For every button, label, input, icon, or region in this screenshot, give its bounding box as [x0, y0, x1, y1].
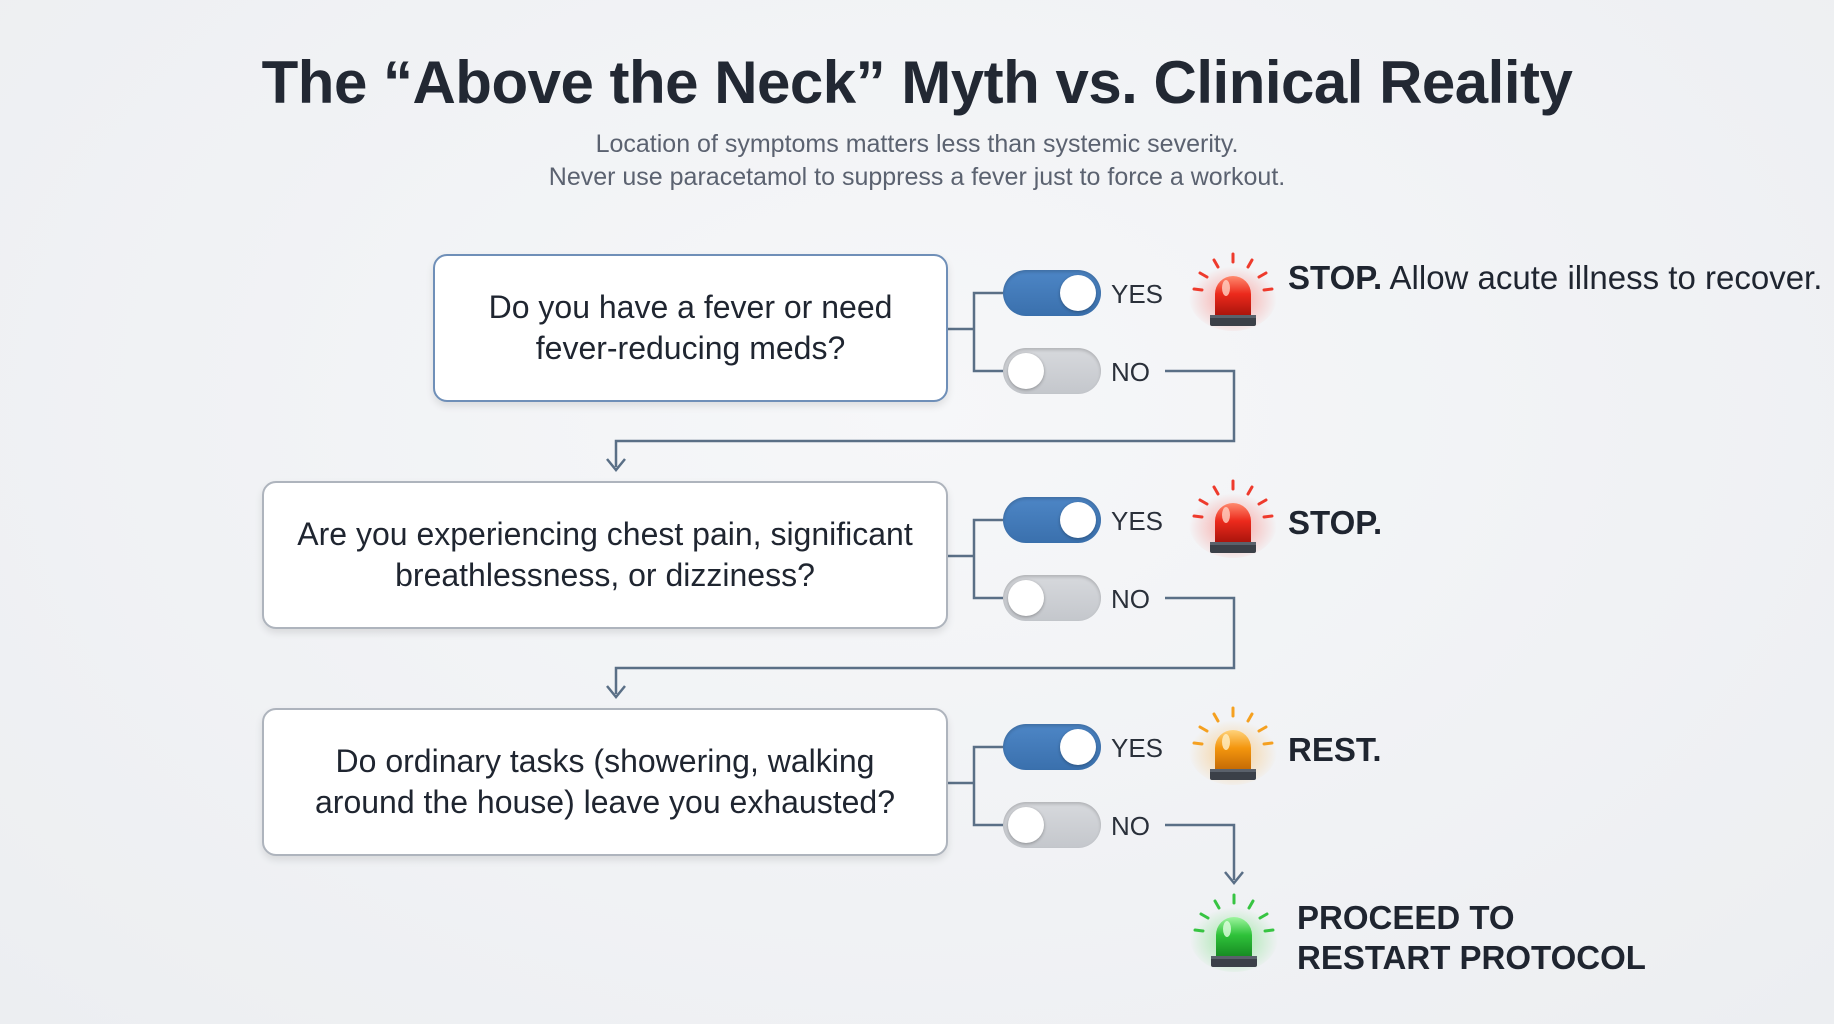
red-alarm-siren-icon — [1189, 479, 1277, 558]
question-box-fever: Do you have a fever or need fever-reduci… — [433, 254, 948, 402]
outcome-stop-detail: Allow acute illness to recover. — [1382, 259, 1823, 296]
toggle-knob — [1060, 275, 1096, 311]
toggle-knob — [1060, 502, 1096, 538]
question-text-exhaustion: Do ordinary tasks (showering, walking ar… — [315, 743, 895, 820]
question-text-chest-pain: Are you experiencing chest pain, signifi… — [297, 516, 913, 593]
q2-branch-connector — [948, 518, 1003, 600]
outcome-rest-strong: REST. — [1288, 731, 1382, 768]
question-text-fever: Do you have a fever or need fever-reduci… — [488, 289, 893, 366]
toggle-no-chest-pain[interactable] — [1003, 575, 1101, 621]
q3-no-to-final-connector — [1165, 823, 1236, 880]
q1-no-to-q2-connector — [614, 369, 1236, 467]
outcome-rest-exhaustion: REST. — [1288, 730, 1382, 770]
outcome-proceed-restart: PROCEED TO RESTART PROTOCOL — [1297, 898, 1646, 979]
question-box-chest-pain: Are you experiencing chest pain, signifi… — [262, 481, 948, 629]
q3-branch-connector — [948, 745, 1003, 827]
q1-branch-connector — [948, 291, 1003, 373]
subtitle-line-2: Never use paracetamol to suppress a feve… — [548, 163, 1286, 191]
final-line-1: PROCEED TO — [1297, 899, 1515, 936]
toggle-yes-chest-pain[interactable] — [1003, 497, 1101, 543]
outcome-stop-strong: STOP. — [1288, 504, 1383, 541]
toggle-knob — [1008, 580, 1044, 616]
toggle-yes-fever[interactable] — [1003, 270, 1101, 316]
outcome-stop-fever: STOP. Allow acute illness to recover. — [1288, 258, 1822, 298]
final-arrowhead — [1224, 871, 1244, 885]
q3-arrowhead — [606, 685, 626, 699]
no-label-exhaustion: NO — [1111, 811, 1150, 841]
toggle-knob — [1008, 353, 1044, 389]
toggle-knob — [1008, 807, 1044, 843]
final-line-2: RESTART PROTOCOL — [1297, 939, 1646, 977]
orange-alarm-siren-icon — [1189, 706, 1277, 785]
toggle-no-fever[interactable] — [1003, 348, 1101, 394]
toggle-knob — [1060, 729, 1096, 765]
page-title: The “Above the Neck” Myth vs. Clinical R… — [261, 49, 1573, 116]
no-label-fever: NO — [1111, 357, 1150, 387]
green-alarm-siren-icon — [1190, 893, 1278, 972]
toggle-yes-exhaustion[interactable] — [1003, 724, 1101, 770]
outcome-stop-strong: STOP. — [1288, 259, 1383, 296]
question-box-exhaustion: Do ordinary tasks (showering, walking ar… — [262, 708, 948, 856]
yes-label-fever: YES — [1111, 279, 1164, 309]
subtitle-line-1: Location of symptoms matters less than s… — [595, 130, 1239, 158]
no-label-chest-pain: NO — [1111, 584, 1150, 614]
red-alarm-siren-icon — [1189, 252, 1277, 331]
q2-arrowhead — [606, 458, 626, 472]
outcome-stop-chest-pain: STOP. — [1288, 503, 1382, 543]
yes-label-chest-pain: YES — [1111, 506, 1164, 536]
yes-label-exhaustion: YES — [1111, 733, 1164, 763]
toggle-no-exhaustion[interactable] — [1003, 802, 1101, 848]
q2-no-to-q3-connector — [614, 596, 1236, 694]
